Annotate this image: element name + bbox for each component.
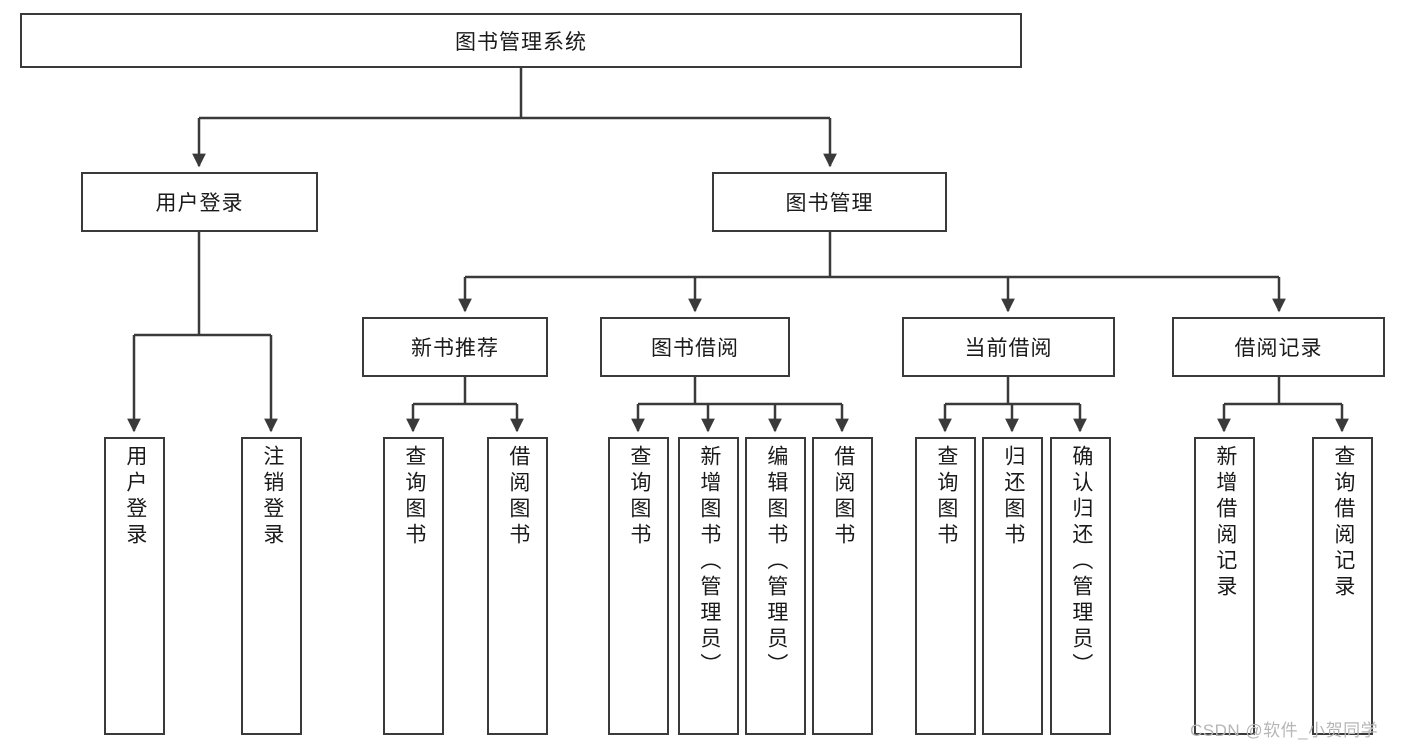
node-book-borrow[interactable]: 图书借阅	[600, 317, 790, 377]
leaf-borrow-query-book-label: 查询图书	[627, 445, 651, 549]
leaf-current-return-book-label: 归还图书	[1001, 445, 1025, 549]
leaf-user-login[interactable]: 用户登录	[104, 437, 165, 735]
leaf-borrow-borrow-book-label: 借阅图书	[831, 445, 855, 549]
node-user-login-label: 用户登录	[155, 192, 244, 215]
leaf-record-query-record[interactable]: 查询借阅记录	[1312, 437, 1373, 735]
leaf-borrow-query-book[interactable]: 查询图书	[608, 437, 669, 735]
leaf-borrow-add-book-label: 新增图书（管理员）	[697, 445, 721, 679]
node-user-login[interactable]: 用户登录	[81, 172, 318, 232]
csdn-watermark: CSDN @软件_小贺同学	[1190, 721, 1379, 740]
leaf-borrow-edit-book-label: 编辑图书（管理员）	[764, 445, 788, 679]
node-book-management-label: 图书管理	[785, 192, 874, 215]
leaf-user-login-label: 用户登录	[123, 445, 147, 549]
node-root-label: 图书管理系统	[455, 30, 587, 54]
leaf-record-add-record[interactable]: 新增借阅记录	[1194, 437, 1255, 735]
leaf-current-confirm-return-label: 确认归还（管理员）	[1069, 445, 1093, 679]
leaf-borrow-edit-book[interactable]: 编辑图书（管理员）	[745, 437, 806, 735]
leaf-newbook-query-book[interactable]: 查询图书	[383, 437, 444, 735]
leaf-user-logout-label: 注销登录	[260, 445, 284, 549]
leaf-record-query-record-label: 查询借阅记录	[1331, 445, 1355, 601]
leaf-current-query-book[interactable]: 查询图书	[915, 437, 976, 735]
leaf-borrow-borrow-book[interactable]: 借阅图书	[812, 437, 873, 735]
node-root[interactable]: 图书管理系统	[20, 13, 1022, 68]
node-book-borrow-label: 图书借阅	[651, 337, 739, 360]
node-new-book-recommend-label: 新书推荐	[411, 337, 499, 360]
leaf-newbook-borrow-book-label: 借阅图书	[506, 445, 530, 549]
leaf-user-logout[interactable]: 注销登录	[241, 437, 302, 735]
leaf-borrow-add-book[interactable]: 新增图书（管理员）	[678, 437, 739, 735]
leaf-record-add-record-label: 新增借阅记录	[1213, 445, 1237, 601]
leaf-newbook-query-book-label: 查询图书	[402, 445, 426, 549]
node-current-borrow-label: 当前借阅	[964, 337, 1053, 360]
leaf-current-confirm-return[interactable]: 确认归还（管理员）	[1050, 437, 1111, 735]
node-new-book-recommend[interactable]: 新书推荐	[362, 317, 548, 377]
node-book-management[interactable]: 图书管理	[712, 172, 947, 232]
node-current-borrow[interactable]: 当前借阅	[902, 317, 1115, 377]
node-borrow-record-label: 借阅记录	[1234, 337, 1323, 360]
node-borrow-record[interactable]: 借阅记录	[1172, 317, 1385, 377]
leaf-newbook-borrow-book[interactable]: 借阅图书	[487, 437, 548, 735]
leaf-current-query-book-label: 查询图书	[934, 445, 958, 549]
leaf-current-return-book[interactable]: 归还图书	[982, 437, 1043, 735]
